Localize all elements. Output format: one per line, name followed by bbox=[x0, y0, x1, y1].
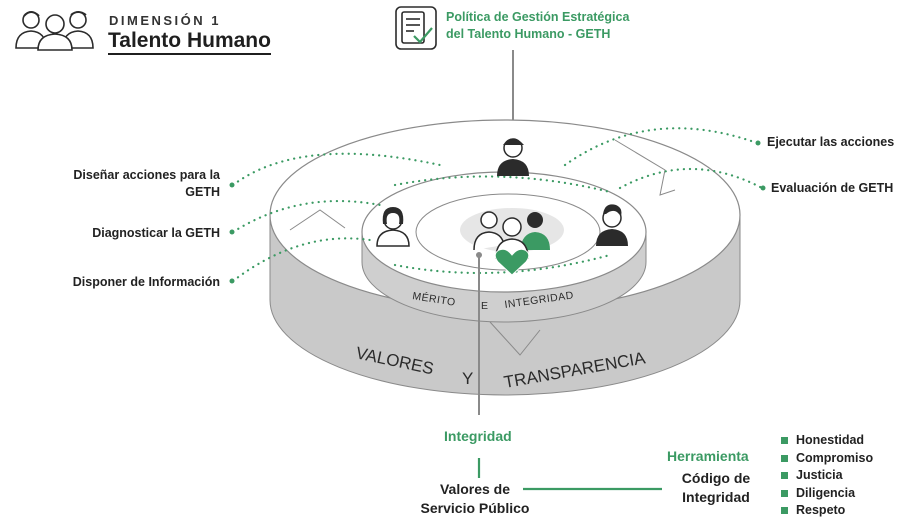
label-diagnose: Diagnosticar la GETH bbox=[92, 226, 220, 240]
label-information: Disponer de Información bbox=[72, 275, 220, 289]
dimension-label: DIMENSIÓN 1 bbox=[109, 13, 222, 28]
document-check-icon bbox=[395, 6, 437, 50]
header: DIMENSIÓN 1 Talento Humano bbox=[8, 6, 328, 58]
person-icon-left bbox=[376, 207, 410, 247]
connector-dots bbox=[229, 140, 766, 284]
policy-title-line1: Política de Gestión Estratégica bbox=[446, 10, 630, 24]
heart-icon bbox=[494, 248, 530, 276]
value-item: Compromiso bbox=[781, 450, 873, 468]
inner-band-word-2: E bbox=[481, 300, 489, 312]
page-title: Talento Humano bbox=[108, 30, 271, 55]
label-design-actions: Diseñar acciones para la GETH bbox=[73, 168, 220, 199]
connector-lines bbox=[231, 127, 764, 283]
value-item: Respeto bbox=[781, 502, 873, 520]
policy-title-line2: del Talento Humano - GETH bbox=[446, 27, 611, 41]
integrity-heading: Integridad bbox=[444, 428, 512, 444]
label-evaluation: Evaluación de GETH bbox=[771, 181, 894, 195]
value-item: Honestidad bbox=[781, 432, 873, 450]
public-service-values: Valores de Servicio Público bbox=[420, 481, 530, 516]
value-item: Diligencia bbox=[781, 485, 873, 503]
values-list: Honestidad Compromiso Justicia Diligenci… bbox=[781, 432, 873, 520]
outer-band-word-2: Y bbox=[462, 369, 473, 388]
person-icon-right bbox=[596, 204, 628, 246]
person-icon-top bbox=[497, 138, 529, 176]
policy-title: Política de Gestión Estratégica del Tale… bbox=[446, 9, 666, 43]
label-execute-actions: Ejecutar las acciones bbox=[767, 135, 895, 149]
value-item: Justicia bbox=[781, 467, 873, 485]
team-icon bbox=[15, 11, 94, 51]
integrity-code: Código de Integridad bbox=[681, 470, 751, 505]
tool-label: Herramienta bbox=[667, 448, 749, 464]
